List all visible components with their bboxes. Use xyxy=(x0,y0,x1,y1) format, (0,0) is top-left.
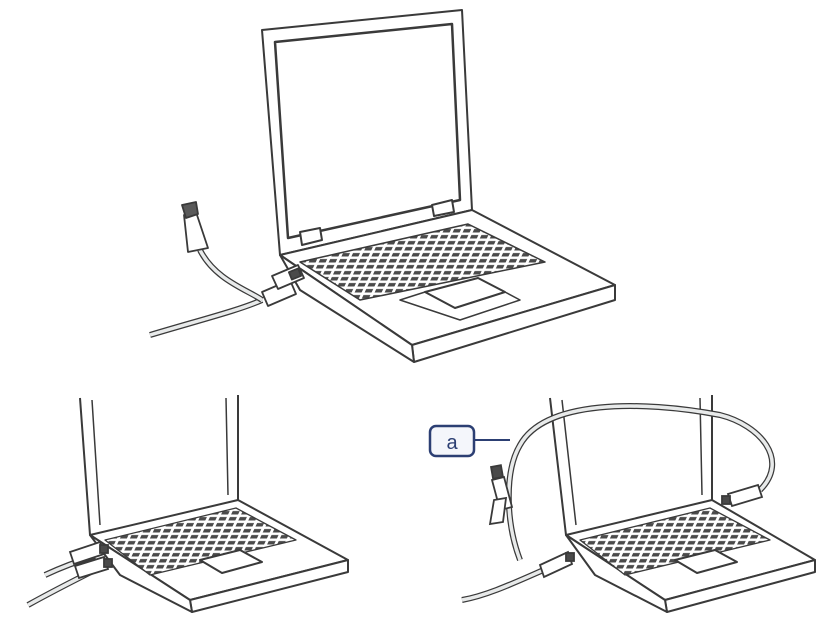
br-usb-plug-right xyxy=(728,485,762,506)
bottom-left-laptop xyxy=(80,395,348,612)
bl-laptop-lid-inner xyxy=(92,398,228,525)
br-laptop-lid-inner xyxy=(562,398,702,525)
bottom-left-usb-cable xyxy=(28,542,112,605)
top-laptop xyxy=(262,10,615,362)
bottom-right-laptop xyxy=(550,395,815,612)
callout-label: a xyxy=(446,432,458,454)
callout-a: a xyxy=(430,426,510,456)
